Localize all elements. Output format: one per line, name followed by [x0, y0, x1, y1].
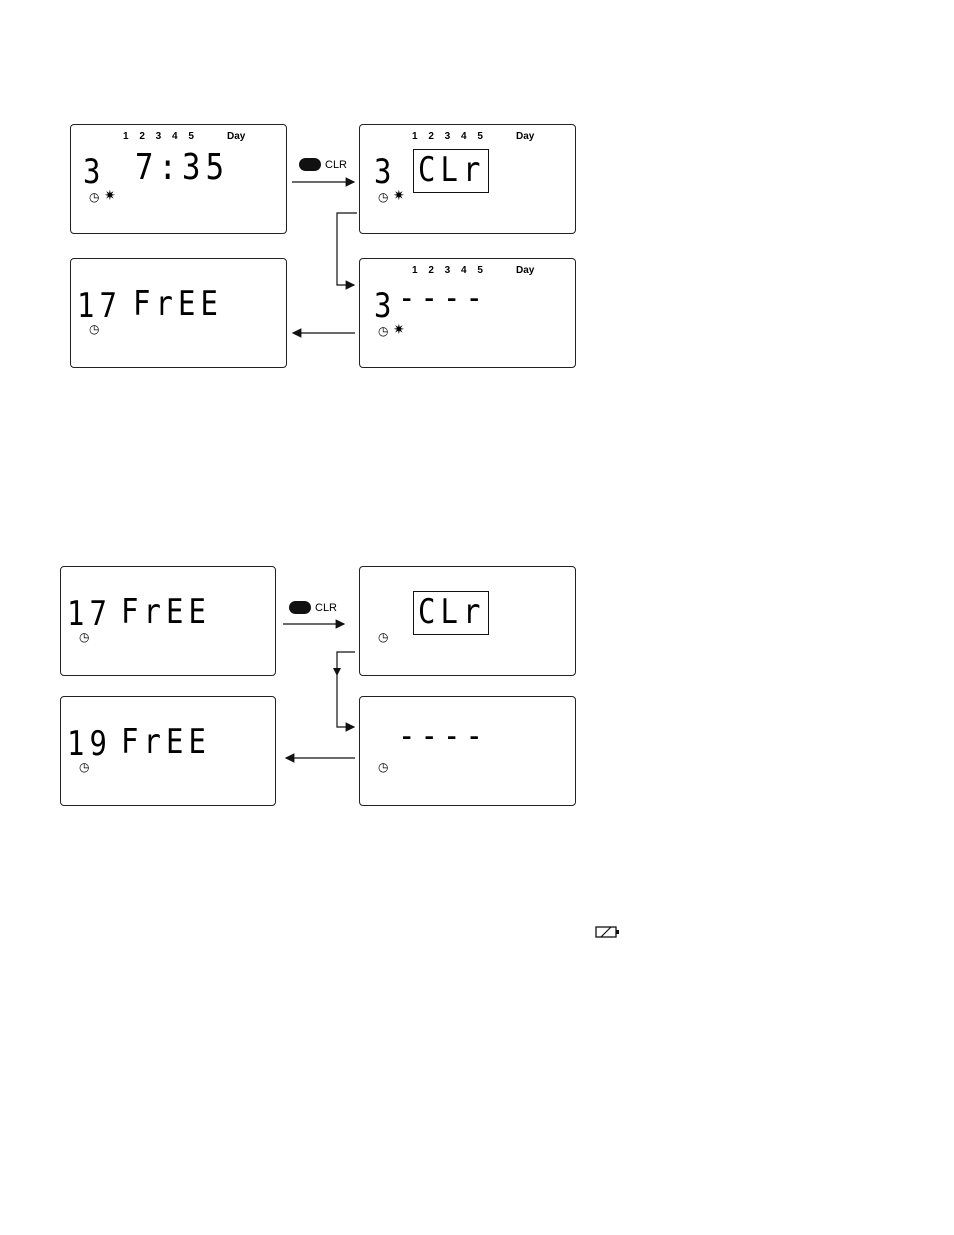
battery-low-icon: [595, 925, 621, 939]
arrow-loop-2: [337, 652, 355, 727]
arrow-loop-1: [337, 213, 357, 285]
arrow-down-tick-2: [333, 668, 341, 676]
